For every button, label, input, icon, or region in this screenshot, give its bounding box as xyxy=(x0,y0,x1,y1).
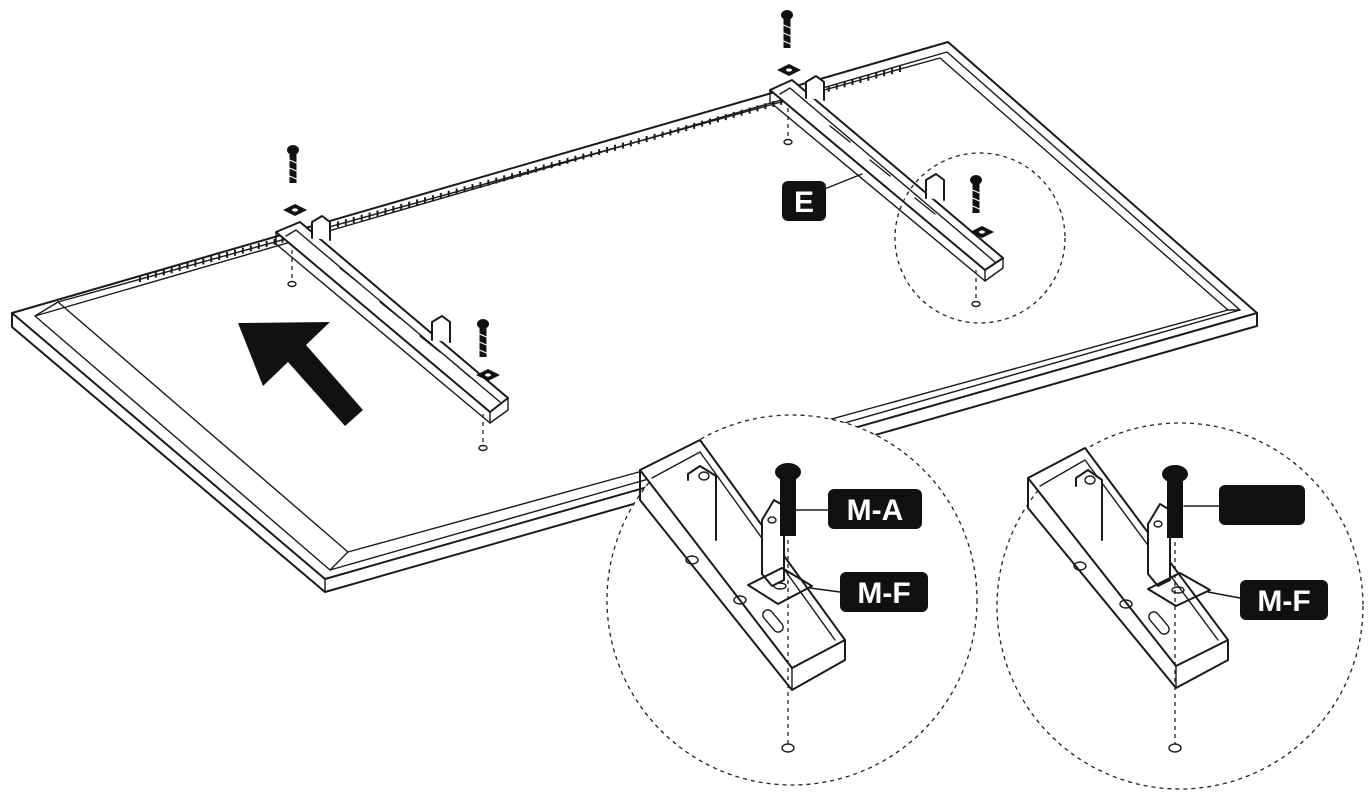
label-screw-right xyxy=(1219,485,1305,525)
label-washer-left: M-F xyxy=(840,572,928,612)
label-washer-right-text: M-F xyxy=(1257,585,1310,618)
label-washer-left-text: M-F xyxy=(857,577,910,610)
label-bracket: E xyxy=(782,181,826,221)
screw-icon xyxy=(286,144,300,184)
screw-icon xyxy=(780,9,794,49)
arrow-up-left-icon xyxy=(238,322,363,426)
label-screw-left-text: M-A xyxy=(847,494,904,527)
zoom-indicator-small xyxy=(894,152,1066,324)
label-washer-right: M-F xyxy=(1240,580,1328,620)
bracket-right xyxy=(769,9,1004,308)
square-washer-icon xyxy=(283,204,307,216)
bracket-left xyxy=(275,144,509,452)
label-screw-left: M-A xyxy=(828,489,922,529)
vent-ticks xyxy=(139,66,901,282)
square-washer-icon xyxy=(777,64,801,76)
label-bracket-text: E xyxy=(794,186,814,219)
